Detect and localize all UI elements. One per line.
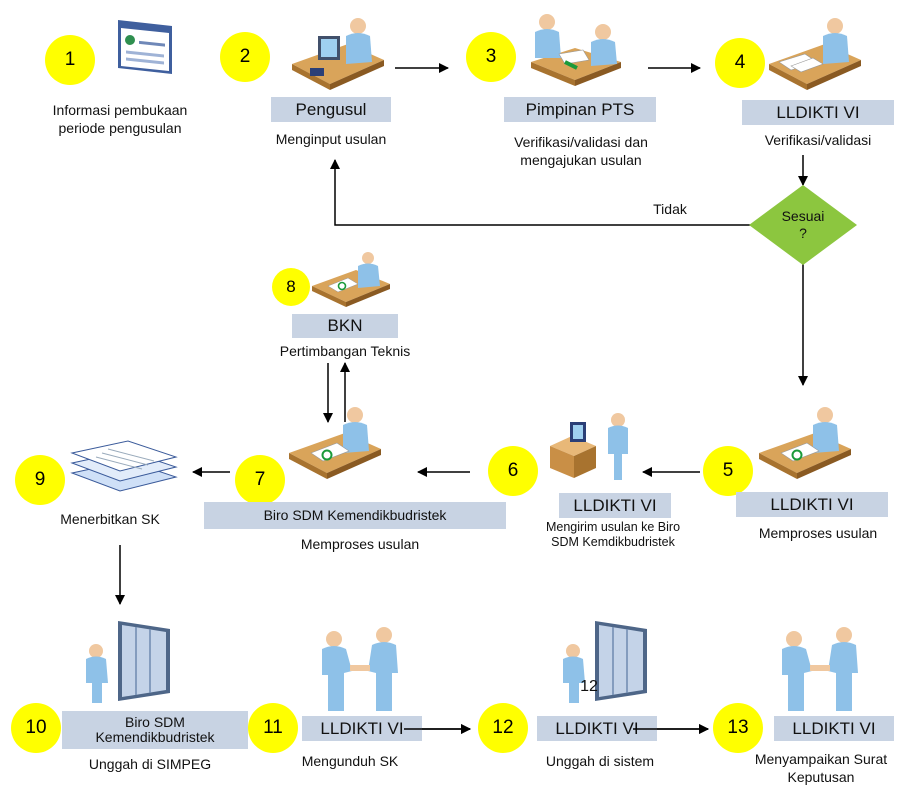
step-4-caption: Verifikasi/validasi xyxy=(764,132,872,148)
actor-label-lldikti-12: LLDIKTI VI xyxy=(537,716,657,741)
stamping-desk-icon xyxy=(289,407,381,479)
decision-label: Sesuai ? xyxy=(781,208,825,241)
step-7-caption: Memproses usulan xyxy=(300,536,420,552)
actor-label-lldikti-5: LLDIKTI VI xyxy=(736,492,888,517)
actor-label-bkn: BKN xyxy=(292,314,398,338)
actor-label-pengusul: Pengusul xyxy=(271,97,391,122)
handshake-people-icon xyxy=(782,627,858,711)
step-8-caption: Pertimbangan Teknis xyxy=(279,343,411,359)
document-stack-icon xyxy=(70,440,178,492)
step-6-badge: 6 xyxy=(488,446,538,496)
actor-label-lldikti-11: LLDIKTI VI xyxy=(302,716,422,741)
stamping-desk-icon xyxy=(312,252,390,307)
step-13-badge: 13 xyxy=(713,703,763,753)
reviewer-desk-icon xyxy=(769,18,861,90)
actor-label-lldikti-4: LLDIKTI VI xyxy=(742,100,894,125)
step-7-badge: 7 xyxy=(235,455,285,505)
step-1-badge: 1 xyxy=(45,35,95,85)
browser-window-icon xyxy=(118,20,172,74)
handover-document-icon xyxy=(531,14,621,86)
no-label: Tidak xyxy=(653,201,687,217)
step-3-badge: 3 xyxy=(466,32,516,82)
actor-label-lldikti-13: LLDIKTI VI xyxy=(774,716,894,741)
actor-label-pimpinan-pts: Pimpinan PTS xyxy=(504,97,656,122)
step-5-caption: Memproses usulan xyxy=(758,525,878,541)
step-3-caption: Verifikasi/validasi dan mengajukan usula… xyxy=(514,134,648,168)
step-6-caption: Mengirim usulan ke Biro SDM Kemdikbudris… xyxy=(545,520,681,549)
actor-label-lldikti-6: LLDIKTI VI xyxy=(559,493,671,518)
step-4-badge: 4 xyxy=(715,38,765,88)
step-2-caption: Menginput usulan xyxy=(275,131,387,147)
step-10-caption: Unggah di SIMPEG xyxy=(88,756,212,772)
step-13-caption: Menyampaikan Surat Keputusan xyxy=(754,751,888,785)
handshake-people-icon xyxy=(322,627,398,711)
step-9-caption: Menerbitkan SK xyxy=(60,511,160,527)
step-11-badge: 11 xyxy=(248,703,298,753)
step-12-badge: 12 xyxy=(478,703,528,753)
package-sender-icon xyxy=(550,413,628,480)
step-1-caption: Informasi pembukaan periode pengusulan xyxy=(52,102,188,136)
step-12-caption: Unggah di sistem xyxy=(545,753,655,769)
server-person-icon xyxy=(86,621,170,703)
decision-diamond xyxy=(749,185,857,265)
step-5-badge: 5 xyxy=(703,446,753,496)
step-8-badge: 8 xyxy=(272,268,310,306)
computer-user-icon xyxy=(292,18,384,90)
stamping-desk-icon xyxy=(759,407,851,479)
stray-number-text: 12 xyxy=(580,678,598,695)
step-11-caption: Mengunduh SK xyxy=(301,753,399,769)
step-10-badge: 10 xyxy=(11,703,61,753)
actor-label-biro-sdm: Biro SDM Kemendikbudristek xyxy=(204,502,506,529)
arrow-no-back xyxy=(330,159,752,226)
actor-label-biro-sdm-10: Biro SDM Kemendikbudristek xyxy=(62,711,248,749)
server-person-icon xyxy=(563,621,647,703)
step-9-badge: 9 xyxy=(15,455,65,505)
step-2-badge: 2 xyxy=(220,32,270,82)
